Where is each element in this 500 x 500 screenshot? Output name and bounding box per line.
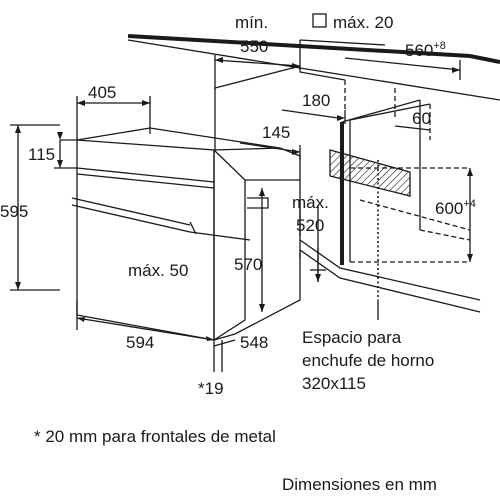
- label-548: 548: [240, 333, 268, 352]
- label-570: 570: [234, 255, 262, 274]
- oven-body: [60, 127, 301, 341]
- label-115: 115: [28, 145, 55, 164]
- dimension-labels: mín. máx. 20 550 560+8 405 180 145 60 11…: [0, 13, 476, 398]
- label-max50: máx. 50: [128, 261, 188, 280]
- footnote: * 20 mm para frontales de metal: [34, 427, 276, 446]
- socket-note-line1: Espacio para: [302, 328, 402, 347]
- label-600: 600+4: [435, 198, 476, 218]
- label-19: *19: [198, 379, 224, 398]
- label-145: 145: [262, 123, 290, 142]
- label-60: 60: [412, 109, 431, 128]
- socket-note: Espacio para enchufe de horno 320x115: [302, 328, 434, 393]
- label-max20: máx. 20: [333, 13, 393, 32]
- label-560: 560+8: [405, 40, 446, 60]
- label-595: 595: [0, 202, 28, 221]
- units-note: Dimensiones en mm: [282, 475, 437, 494]
- socket-note-line3: 320x115: [302, 374, 366, 393]
- socket-note-line2: enchufe de horno: [302, 351, 434, 370]
- label-520: 520: [296, 216, 324, 235]
- label-550: 550: [240, 37, 268, 56]
- label-max-a: máx.: [292, 193, 329, 212]
- label-405: 405: [88, 83, 116, 102]
- label-180: 180: [302, 91, 330, 110]
- label-594: 594: [126, 333, 154, 352]
- max20-box-icon: [312, 13, 327, 28]
- arrowheads: [15, 57, 473, 341]
- label-min: mín.: [235, 13, 268, 32]
